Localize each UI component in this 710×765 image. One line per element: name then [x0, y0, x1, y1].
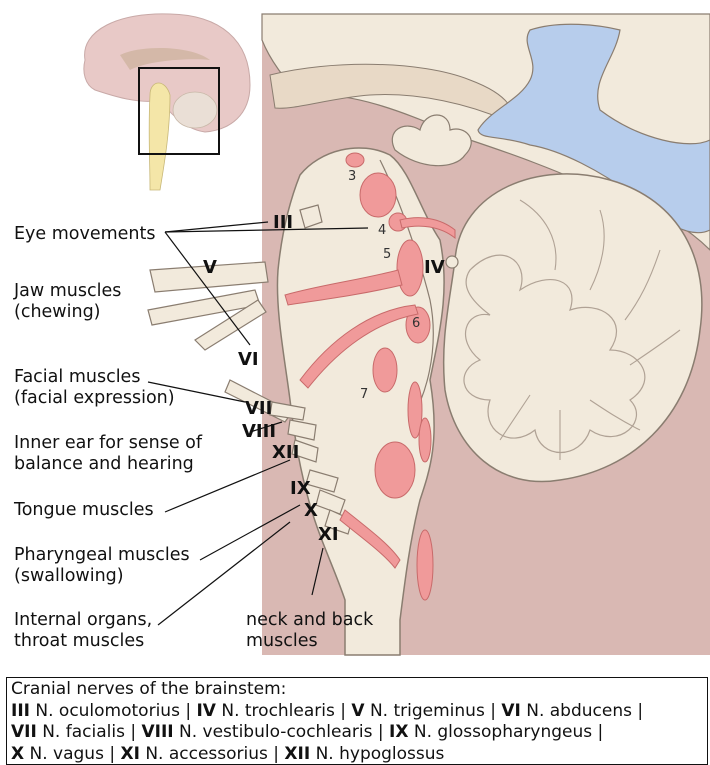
caption-nerve-name: N. hypoglossus — [310, 744, 444, 764]
caption-nerve-name: N. glossopharyngeus | — [408, 722, 603, 742]
nerve-v-label: V — [203, 257, 217, 278]
nerve-iii-label: III — [273, 212, 293, 233]
caption-nerve-name: N. facialis | — [37, 722, 142, 742]
nucleus-label: 4 — [378, 223, 386, 238]
caption-nerve-number: VI — [501, 701, 520, 721]
nerve-viii-label: VIII — [242, 421, 276, 442]
caption-box: Cranial nerves of the brainstem: III N. … — [6, 677, 708, 765]
caption-nerve-number: XI — [120, 744, 139, 764]
caption-nerve-name: N. abducens | — [521, 701, 643, 721]
inner-ear-label: Inner ear for sense of — [14, 433, 202, 454]
internal-organs-label: Internal organs, — [14, 610, 152, 631]
pharyngeal-muscles-label: Pharyngeal muscles — [14, 545, 190, 566]
nerve-iv-label: IV — [424, 257, 445, 278]
caption-nerve-number: VIII — [141, 722, 173, 742]
caption-nerve-number: V — [351, 701, 364, 721]
nerve-vi-label: VI — [238, 349, 259, 370]
nerve-xi-label: XI — [318, 524, 339, 545]
inner-ear-note: balance and hearing — [14, 454, 194, 475]
caption-nerve-number: X — [11, 744, 24, 764]
eye-movements-label: Eye movements — [14, 224, 156, 245]
caption-nerve-name: N. trigeminus | — [365, 701, 502, 721]
nerve-vii-label: VII — [245, 398, 272, 419]
caption-nerve-number: VII — [11, 722, 37, 742]
caption-nerve-number: XII — [284, 744, 310, 764]
nucleus-label: 6 — [412, 316, 420, 331]
nerve-ix-label: IX — [290, 478, 311, 499]
nerve-x-label: X — [304, 500, 318, 521]
nerve-xii-label: XII — [272, 442, 299, 463]
nerve-iv-root — [446, 256, 458, 268]
caption-line: X N. vagus | XI N. accessorius | XII N. … — [11, 744, 703, 765]
neck-back-note: muscles — [246, 631, 318, 652]
pharyngeal-muscles-note: (swallowing) — [14, 566, 124, 587]
caption-nerve-number: IX — [389, 722, 408, 742]
neck-back-label: neck and back — [246, 610, 373, 631]
tongue-muscles-label: Tongue muscles — [14, 500, 154, 521]
jaw-muscles-note: (chewing) — [14, 302, 101, 323]
nucleus-label: 7 — [360, 387, 368, 402]
facial-muscles-note: (facial expression) — [14, 388, 175, 409]
nucleus-label: 3 — [348, 169, 356, 184]
caption-nerve-name: N. vagus | — [24, 744, 120, 764]
caption-line: III N. oculomotorius | IV N. trochlearis… — [11, 701, 703, 723]
facial-muscles-label: Facial muscles — [14, 367, 140, 388]
jaw-muscles-label: Jaw muscles — [14, 281, 121, 302]
caption-title: Cranial nerves of the brainstem: — [11, 679, 703, 701]
caption-nerve-name: N. accessorius | — [140, 744, 285, 764]
internal-organs-note: throat muscles — [14, 631, 144, 652]
caption-nerve-name: N. trochlearis | — [216, 701, 351, 721]
caption-nerve-number: III — [11, 701, 30, 721]
caption-nerve-name: N. vestibulo-cochlearis | — [174, 722, 389, 742]
caption-nerve-number: IV — [196, 701, 215, 721]
caption-nerve-name: N. oculomotorius | — [30, 701, 196, 721]
nucleus-label: 5 — [383, 247, 391, 262]
brain-thumbnail — [84, 14, 250, 190]
caption-line: VII N. facialis | VIII N. vestibulo-coch… — [11, 722, 703, 744]
